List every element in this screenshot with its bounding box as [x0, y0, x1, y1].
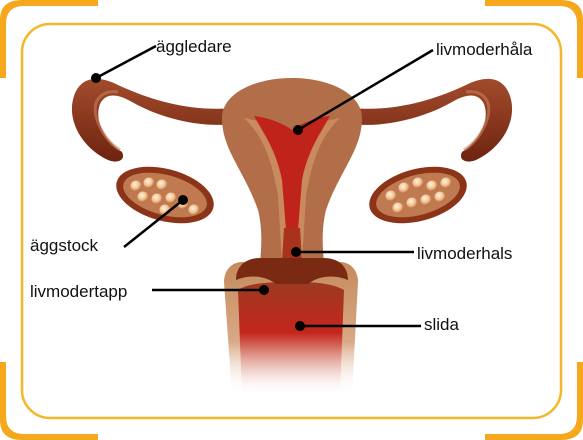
dot-aggstock [178, 195, 188, 205]
dot-livmodertapp [259, 285, 269, 295]
label-aggledare: äggledare [156, 38, 232, 55]
dot-slida [295, 321, 305, 331]
label-livmoderhala: livmoderhåla [436, 41, 532, 58]
label-livmoderhals: livmoderhals [417, 245, 512, 262]
label-slida: slida [424, 316, 459, 333]
label-aggstock: äggstock [30, 237, 98, 254]
cervical-canal [282, 228, 302, 262]
dot-livmoderhals [291, 247, 301, 257]
label-livmodertapp: livmodertapp [30, 283, 127, 300]
dot-livmoderhala [293, 125, 303, 135]
dot-aggledare [91, 73, 101, 83]
